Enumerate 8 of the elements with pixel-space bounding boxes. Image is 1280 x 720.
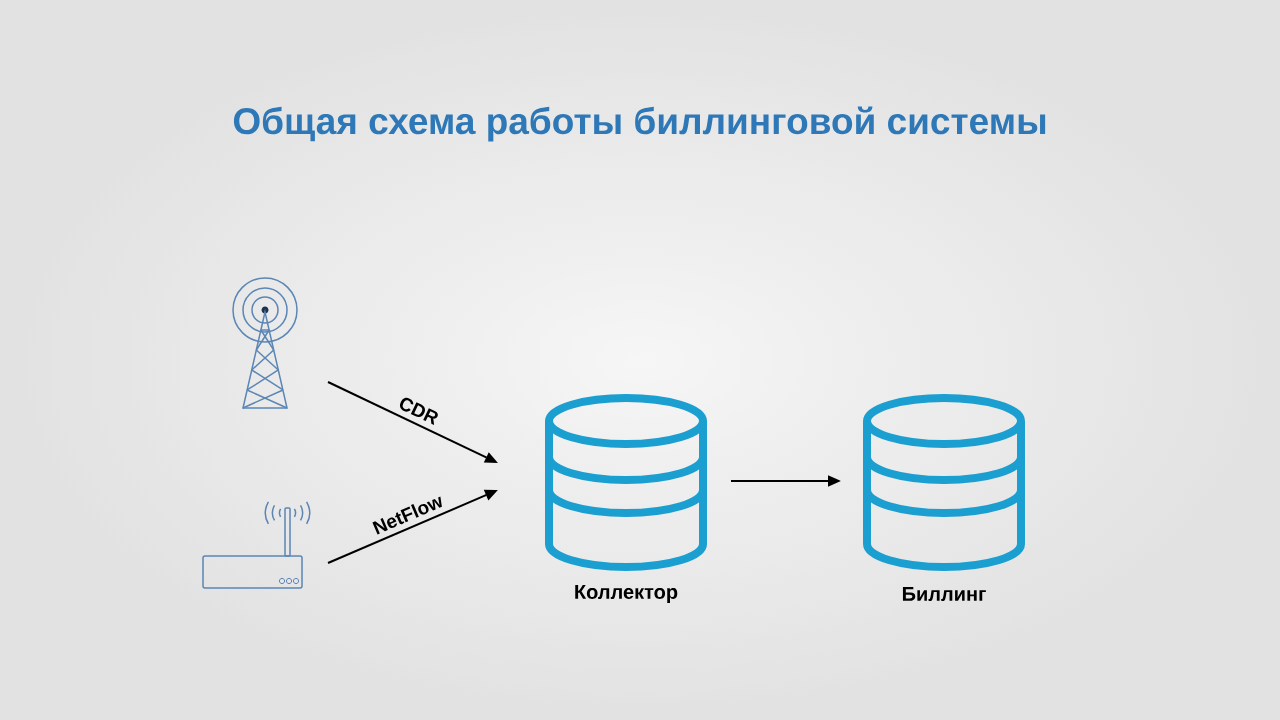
- title: Общая схема работы биллинговой системы: [233, 106, 1046, 142]
- node-label: Коллектор: [575, 585, 678, 603]
- router-icon: [202, 501, 311, 589]
- tower-icon: [232, 277, 298, 409]
- database-cylinder: Биллинг: [863, 394, 1025, 601]
- edge-label: CDR: [400, 397, 438, 426]
- node-label: Биллинг: [902, 587, 986, 601]
- database-cylinder: Коллектор: [545, 394, 707, 603]
